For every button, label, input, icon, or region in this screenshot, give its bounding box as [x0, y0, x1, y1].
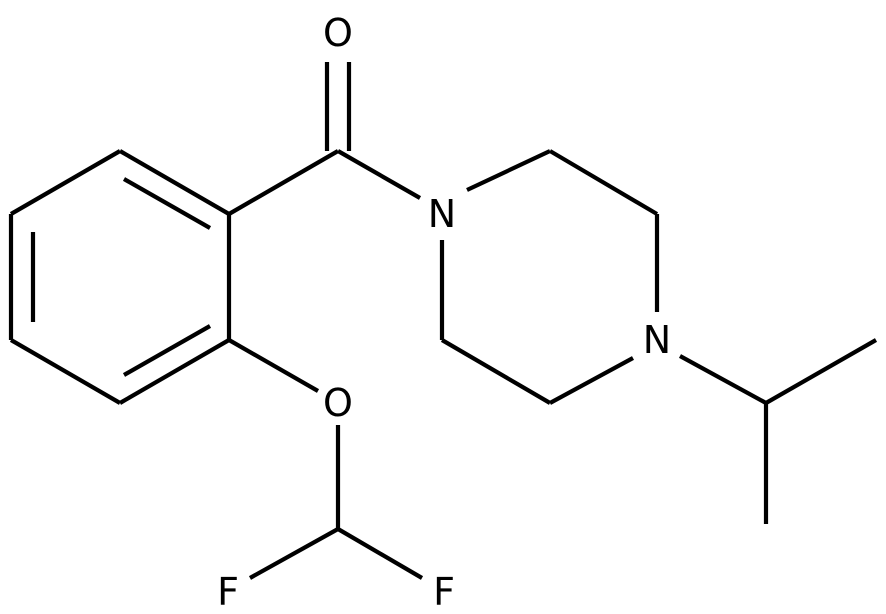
- fluorine-right-label: F: [433, 570, 455, 614]
- aryl-ether-bond: [227, 338, 320, 393]
- ring-bond-1-inner: [122, 177, 212, 230]
- ring-bond-3: [118, 338, 231, 405]
- fluorine-left-label: F: [217, 570, 239, 614]
- piperazine-bond-5: [440, 338, 552, 405]
- benzene-ring: [8, 149, 232, 405]
- carbon-fluorine-bond-right: [336, 527, 424, 580]
- ring-bond-6: [9, 149, 122, 216]
- ring-bond-1: [118, 149, 231, 216]
- aryl-carbonyl-bond: [227, 149, 340, 216]
- amide-nitrogen-label: N: [428, 192, 456, 236]
- isopropyl-methyl-bond-1: [764, 338, 878, 405]
- piperazine-bond-1: [466, 149, 551, 192]
- ring-bond-4: [9, 338, 122, 405]
- amine-nitrogen-label: N: [643, 318, 671, 362]
- piperazine-bond-2: [548, 149, 659, 216]
- isopropyl-group: [678, 338, 878, 524]
- ring-bond-3-inner: [122, 324, 212, 377]
- carbonyl-group: [227, 62, 422, 216]
- piperazine-ring: [439, 149, 660, 405]
- piperazine-bond-4: [548, 356, 635, 405]
- ether-oxygen-label: O: [323, 381, 353, 425]
- difluoromethoxy-group: [227, 338, 424, 580]
- n-isopropyl-bond: [678, 354, 768, 405]
- carbonyl-n-bond: [336, 149, 422, 200]
- carbonyl-oxygen-label: O: [323, 11, 353, 55]
- carbon-fluorine-bond-left: [248, 527, 340, 580]
